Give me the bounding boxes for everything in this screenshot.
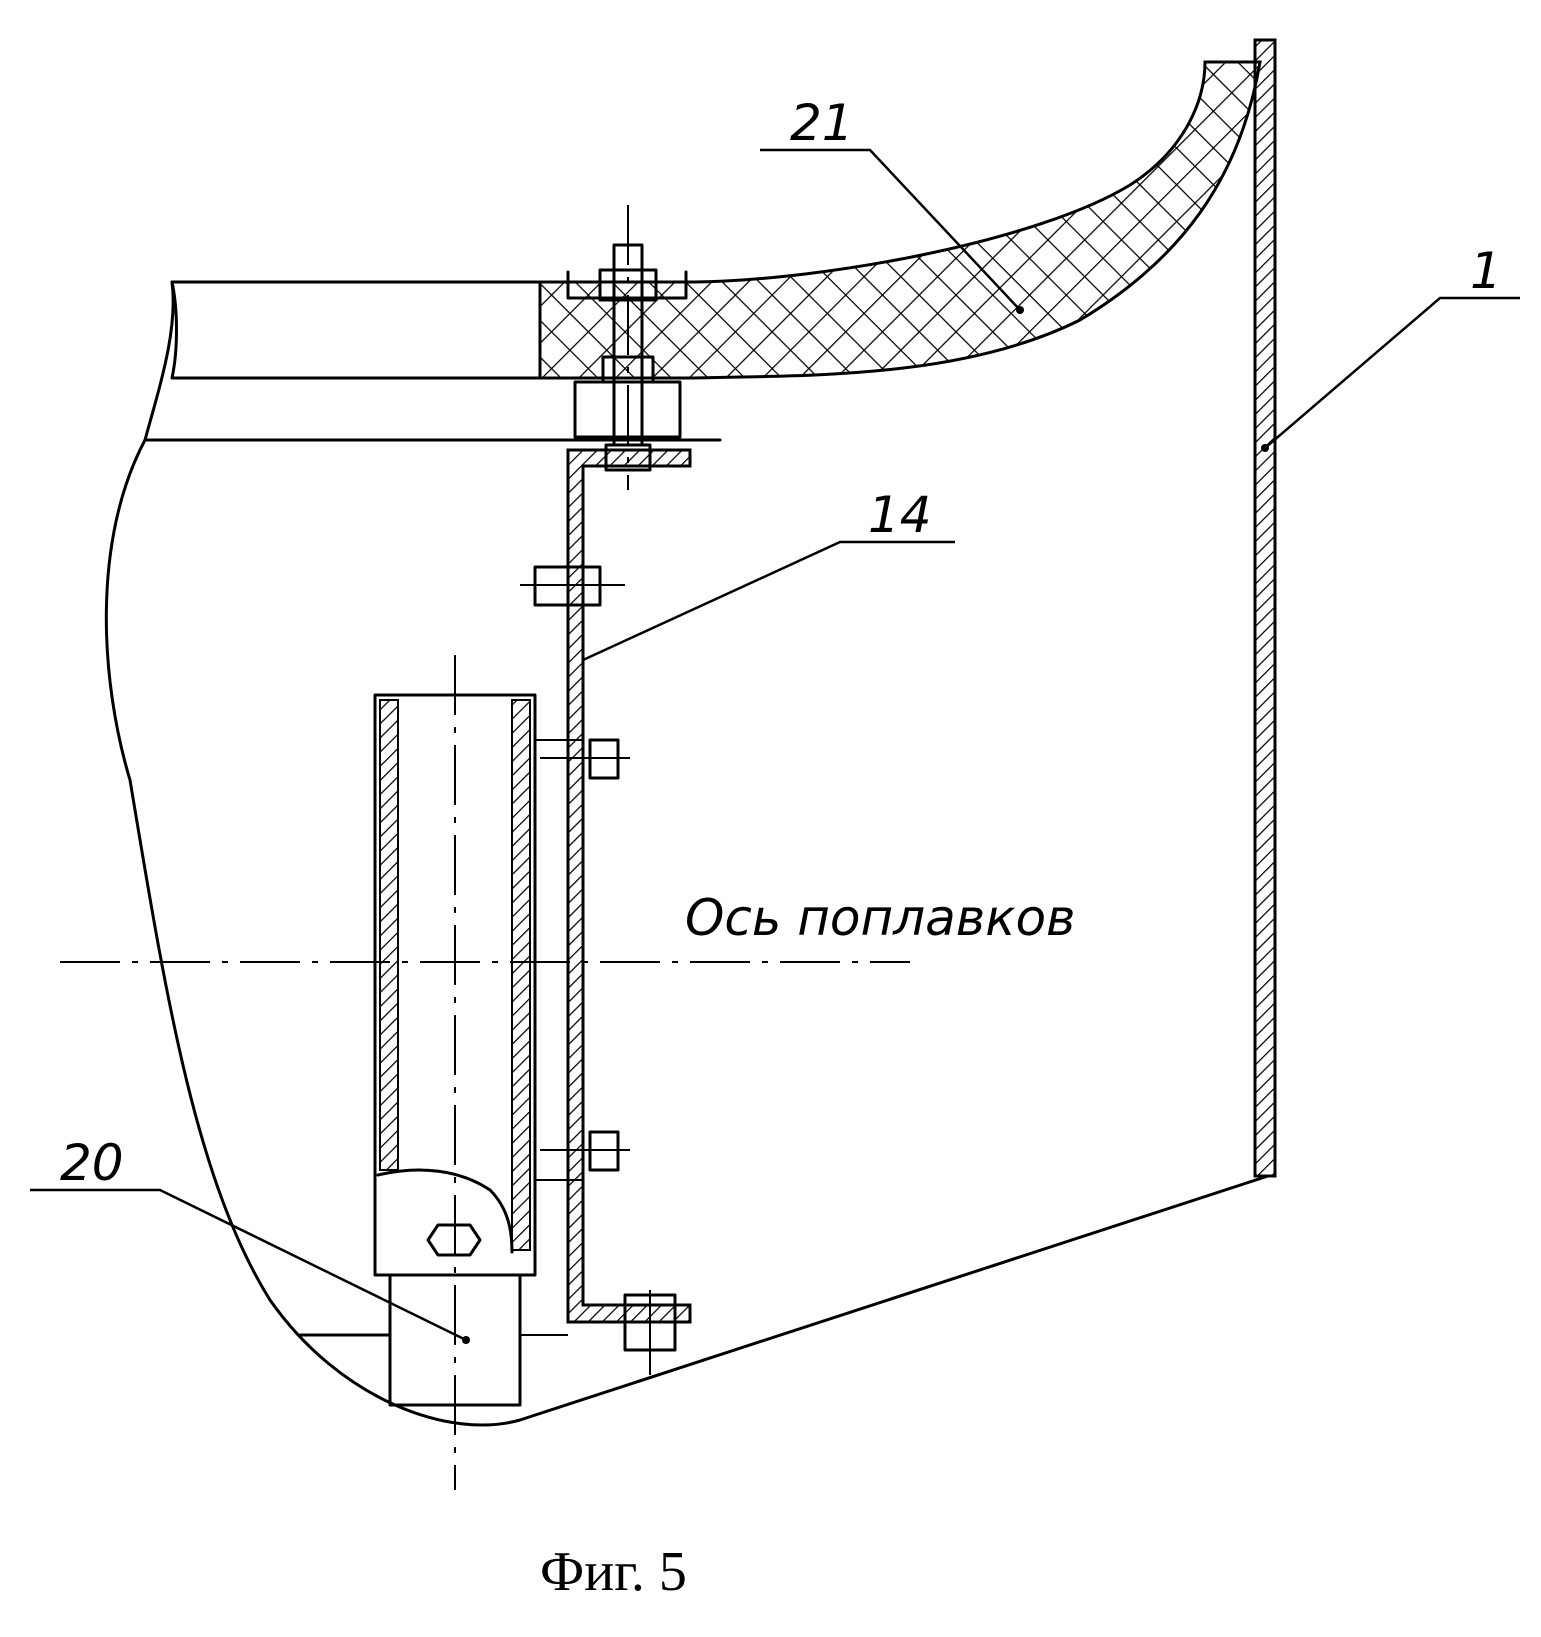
callout-1-label: 1 [1470,242,1502,300]
deck-strip [170,280,542,380]
figure-caption: Фиг. 5 [540,1541,687,1603]
bolt-2 [540,738,630,780]
bolt-4 [623,1290,677,1375]
foam-float-21 [538,60,1262,380]
top-bolt-head [598,268,658,302]
bolt-3 [540,1130,630,1172]
callout-21-label: 21 [790,94,854,152]
callout-14: 14 [582,486,955,662]
callout-1: 1 [1261,242,1520,452]
callout-21: 21 [760,94,1024,314]
callout-20: 20 [30,1134,467,1342]
bolt-1 [520,565,625,607]
bracket-14 [566,448,692,1324]
top-nut [601,355,655,384]
hull-outline [104,280,1270,1427]
callout-20-label: 20 [60,1134,124,1192]
float-axis-label: Ось поплавков [685,889,1076,947]
callout-14-label: 14 [868,486,932,544]
wall-1 [1253,38,1277,1178]
float-tube-20 [373,693,583,1407]
